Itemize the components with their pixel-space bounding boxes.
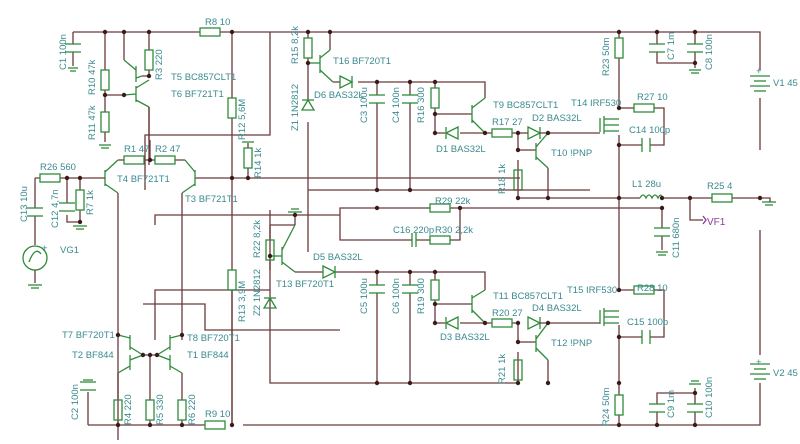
- label-T14: T14 IRF530: [571, 98, 621, 109]
- label-vg1-plus: +: [42, 243, 48, 254]
- label-R3: R3 220: [154, 49, 165, 80]
- label-R21: R21 1k: [497, 354, 508, 384]
- wires: [73, 31, 761, 426]
- label-T13: T13 BF720T1: [276, 279, 334, 290]
- label-R11: R11 47k: [87, 105, 98, 140]
- label-C10: C10 100n: [704, 377, 715, 418]
- label-v1-plus: +: [756, 66, 762, 77]
- label-R4: R4 220: [123, 394, 134, 425]
- label-D6: D6 BAS32L: [314, 90, 364, 101]
- label-T12: T12 !PNP: [551, 338, 592, 349]
- vas-stage: [80, 27, 340, 430]
- label-C12: C12 4,7n: [50, 189, 61, 228]
- label-V1: V1 45: [773, 78, 798, 89]
- label-T10: T10 !PNP: [551, 148, 592, 159]
- label-R16: R16 300: [416, 87, 427, 123]
- label-R25: R25 4: [707, 181, 732, 192]
- label-C15: C15 100p: [627, 317, 668, 328]
- label-VG1: VG1: [60, 245, 79, 256]
- label-R28: R28 10: [637, 283, 668, 294]
- label-v2-plus: +: [756, 357, 762, 368]
- label-R24: R24 50m: [601, 387, 612, 426]
- label-C13: C13 10u: [19, 186, 30, 222]
- label-R30: R30 2,2k: [435, 225, 473, 236]
- label-R13: R13 3,9M: [237, 281, 248, 322]
- label-T15: T15 IRF530: [567, 285, 617, 296]
- label-R23: R23 50m: [601, 37, 612, 76]
- label-R15: R15 8,2k: [290, 26, 301, 64]
- component-labels: C1 100n R10 47k R11 47k R3 220 T5 BC857C…: [19, 17, 798, 426]
- label-D3: D3 BAS32L: [440, 332, 490, 343]
- label-D4: D4 BAS32L: [532, 303, 582, 314]
- label-R10: R10 47k: [87, 59, 98, 95]
- label-R2: R2 47: [155, 144, 180, 155]
- label-R18: R18 1k: [497, 164, 508, 194]
- label-C6: C6 100n: [391, 278, 402, 314]
- label-L1: L1 28u: [632, 179, 661, 190]
- label-R29: R29 22k: [435, 196, 471, 207]
- label-C4: C4 100n: [391, 87, 402, 123]
- label-T6: T6 BF721T1: [171, 89, 224, 100]
- label-C9: C9 1m: [666, 390, 677, 418]
- label-R14: R14 1k: [253, 148, 264, 178]
- label-C3: C3 100u: [359, 87, 370, 123]
- label-T7: T7 BF720T1: [62, 330, 115, 341]
- label-R22: R22 8,2k: [252, 220, 263, 258]
- label-C5: C5 100u: [359, 278, 370, 314]
- label-R1: R1 47: [124, 144, 149, 155]
- label-R5: R5 330: [155, 394, 166, 425]
- label-T9: T9 BC857CLT1: [493, 100, 558, 111]
- output-stage: [599, 32, 776, 425]
- label-R17: R17 27: [492, 117, 523, 128]
- label-R12: R12 5,6M: [237, 99, 248, 140]
- label-C2: C2 100n: [70, 384, 81, 420]
- label-T1: T1 BF844: [187, 350, 229, 361]
- label-R26: R26 560: [40, 162, 76, 173]
- label-V2: V2 45: [773, 368, 798, 379]
- label-T11: T11 BC857CLT1: [493, 291, 563, 302]
- input-stage: [22, 32, 196, 440]
- label-C14: C14 100p: [629, 125, 670, 136]
- label-T3: T3 BF721T1: [185, 194, 238, 205]
- label-T4: T4 BF721T1: [117, 174, 170, 185]
- label-R8: R8 10: [205, 17, 230, 28]
- label-Z1: Z1 1N2812: [290, 84, 301, 131]
- probe-VF1: VF1: [707, 217, 726, 228]
- label-C1: C1 100n: [58, 34, 69, 70]
- label-R19: R19 300: [416, 278, 427, 314]
- label-T5: T5 BC857CLT1: [171, 72, 236, 83]
- label-Z2: Z2 1N2812: [252, 269, 263, 316]
- label-T8: T8 BF720T1: [187, 333, 240, 344]
- label-T2: T2 BF844: [72, 350, 114, 361]
- label-D5: D5 BAS32L: [313, 252, 363, 263]
- label-R6: R6 220: [187, 394, 198, 425]
- label-R27: R27 10: [637, 92, 668, 103]
- label-R20: R20 27: [492, 308, 523, 319]
- junctions: [64, 29, 763, 428]
- label-C7: C7 1m: [666, 32, 677, 60]
- label-R9: R9 10: [205, 409, 230, 420]
- label-T16: T16 BF720T1: [333, 56, 391, 67]
- lower-driver: [262, 208, 600, 384]
- label-C8: C8 100n: [704, 34, 715, 70]
- label-D2: D2 BAS32L: [532, 113, 582, 124]
- label-D1: D1 BAS32L: [436, 144, 486, 155]
- label-C11: C11 680n: [671, 218, 682, 259]
- label-R7: R7 1k: [85, 190, 96, 215]
- label-C16: C16 220p: [393, 225, 434, 236]
